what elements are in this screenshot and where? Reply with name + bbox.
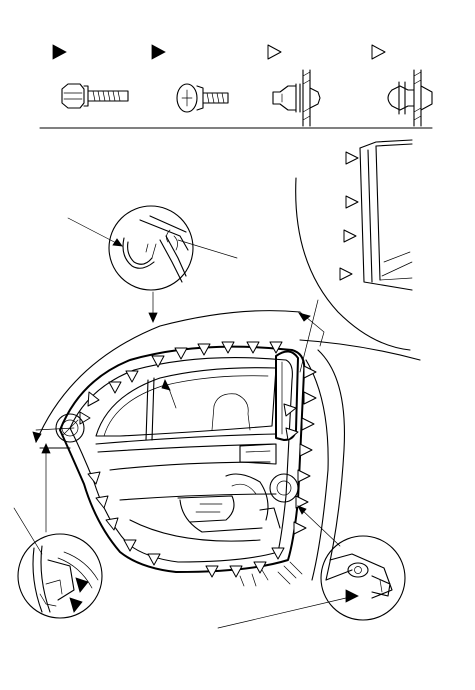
front-hinge-circle — [55, 413, 85, 443]
leader-line — [217, 597, 347, 629]
hollow-triangle-icon — [339, 267, 353, 281]
legend — [52, 44, 433, 127]
lower-front-detail — [13, 443, 103, 619]
hollow-triangle-icon — [299, 443, 313, 457]
leader-line — [177, 239, 238, 259]
hollow-triangle-icon — [345, 151, 359, 165]
arrow-icon — [161, 379, 171, 391]
hollow-triangle-icon — [295, 495, 309, 509]
arrow-icon — [148, 312, 158, 323]
arrow-icon — [41, 443, 51, 454]
hollow-triangle-icon — [301, 417, 315, 431]
hollow-triangle-icon — [271, 547, 285, 560]
hollow-triangle-icon — [151, 355, 165, 368]
hollow-triangle-icon — [293, 521, 307, 535]
hollow-triangle-icon — [371, 44, 386, 60]
hollow-triangle-icon — [303, 391, 317, 405]
lower-rear-bolt-detail — [217, 505, 406, 629]
solid-triangle-icon — [345, 589, 359, 603]
hollow-triangle-icon — [79, 411, 91, 425]
hollow-triangle-icon — [246, 341, 260, 354]
rear-door — [32, 310, 421, 587]
hollow-triangle-icon — [147, 553, 161, 566]
leader-line — [67, 217, 123, 247]
hollow-triangle-icon — [87, 471, 101, 485]
leader-line — [299, 507, 341, 547]
hollow-triangle-icon — [297, 469, 311, 483]
solid-triangle-icon — [52, 44, 67, 60]
rear-latch-circle — [269, 473, 299, 503]
hollow-triangle-icon — [303, 365, 317, 379]
upper-clip-detail — [67, 205, 238, 323]
flange-bolt-icon — [61, 83, 129, 109]
hollow-triangle-icon — [343, 229, 357, 243]
hollow-triangle-icon — [174, 347, 188, 360]
hollow-triangle-icon — [95, 495, 109, 509]
hollow-triangle-icon — [123, 539, 137, 552]
hollow-triangle-icon — [125, 370, 139, 383]
hollow-triangle-icon — [229, 565, 243, 578]
solid-triangle-icon — [151, 44, 166, 60]
hollow-triangle-icon — [283, 403, 297, 417]
hollow-triangle-icon — [345, 195, 359, 209]
hollow-triangle-icon — [253, 561, 267, 574]
hollow-triangle-icon — [267, 44, 282, 60]
arrow-icon — [112, 238, 123, 247]
clip-markers — [339, 151, 359, 281]
hollow-triangle-icon — [221, 341, 235, 354]
leader-line — [13, 507, 43, 555]
arrow-icon — [297, 505, 307, 515]
arrow-icon — [32, 431, 42, 443]
trim-clip-icon — [272, 69, 321, 127]
hollow-triangle-icon — [285, 427, 299, 441]
rear-glass-run-detail — [295, 139, 413, 373]
hollow-triangle-icon — [108, 381, 122, 394]
hollow-triangle-icon — [205, 565, 219, 578]
door-clip-markers — [79, 341, 317, 578]
weatherstrip-clip-icon — [387, 69, 433, 127]
arrow-icon — [298, 312, 311, 322]
hollow-triangle-icon — [269, 341, 283, 354]
solid-triangle-icon — [75, 577, 89, 593]
hollow-triangle-icon — [197, 343, 211, 356]
solid-triangle-icon — [69, 597, 83, 613]
phillips-screw-icon — [176, 83, 229, 113]
hollow-triangle-icon — [105, 517, 119, 531]
hollow-triangle-icon — [87, 391, 100, 407]
